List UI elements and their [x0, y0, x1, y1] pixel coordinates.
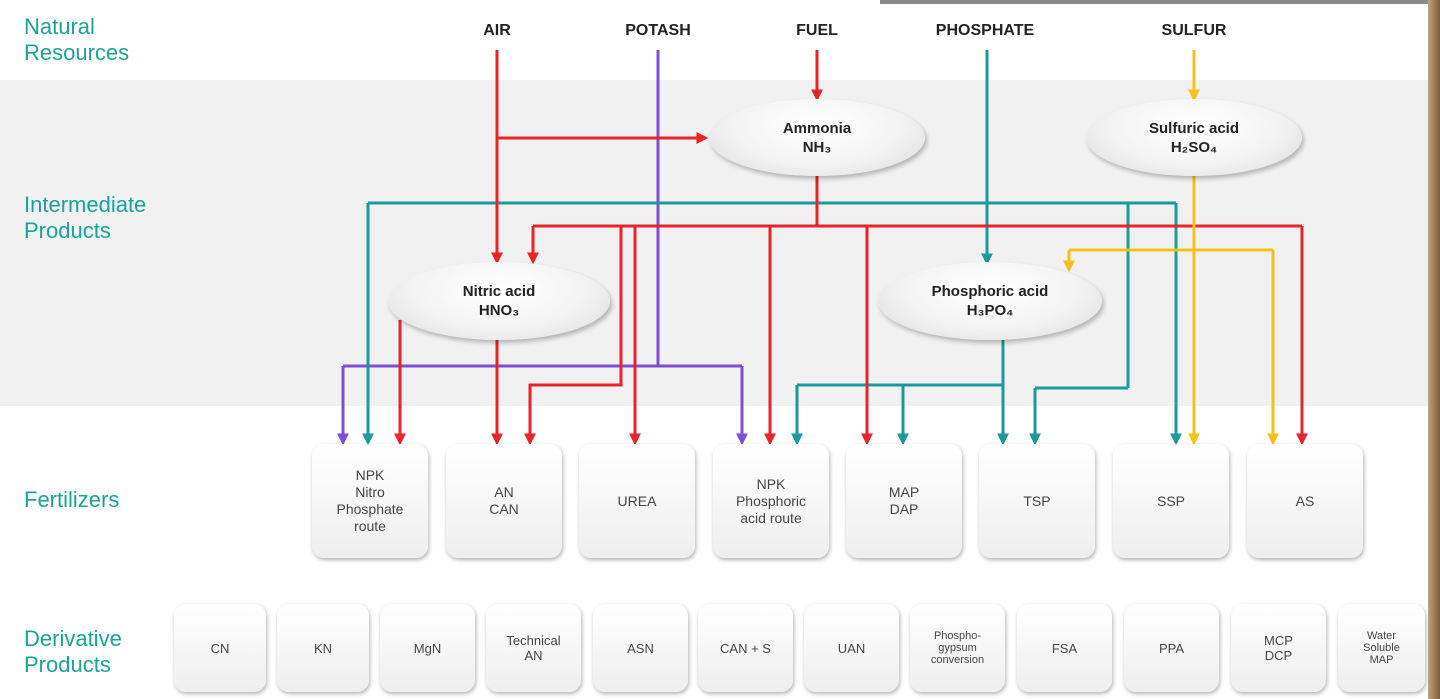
ammonia-node: Ammonia NH₃: [709, 99, 925, 176]
fertilizer-an-can: AN CAN: [446, 444, 562, 558]
nitrogen-flow-lines: [394, 50, 1308, 446]
derivative-label: FSA: [1051, 640, 1078, 656]
fertilizer-label: NPK Nitro Phosphate route: [336, 467, 404, 534]
derivative-water-soluble-map: Water Soluble MAP: [1338, 604, 1425, 692]
top-edge-strip: [880, 0, 1440, 4]
derivative-label: Water Soluble MAP: [1363, 630, 1400, 666]
nitric-acid-node: Nitric acid HNO₃: [388, 262, 610, 340]
derivative-mcp-dcp: MCP DCP: [1231, 604, 1326, 692]
fertilizer-tsp: TSP: [979, 444, 1095, 558]
derivative-label: UAN: [837, 640, 866, 656]
source-fuel: FUEL: [796, 22, 838, 39]
fertilizer-label: MAP DAP: [888, 484, 920, 517]
derivative-phosphogypsum: Phospho- gypsum conversion: [910, 604, 1005, 692]
fertilizer-ssp: SSP: [1113, 444, 1229, 558]
phosphoric-acid-name: Phosphoric acid: [931, 283, 1049, 300]
sulfuric-acid-name: Sulfuric acid: [1148, 119, 1240, 137]
derivative-label: MgN: [413, 640, 442, 656]
derivative-kn: KN: [277, 604, 369, 692]
source-potash: POTASH: [625, 22, 691, 39]
fertilizer-label: UREA: [617, 492, 657, 509]
phosphoric-acid-formula: H₃PO₄: [966, 302, 1014, 319]
derivative-label: CAN + S: [720, 640, 771, 656]
derivative-uan: UAN: [804, 604, 899, 692]
fertilizer-as: AS: [1247, 444, 1363, 558]
derivative-cn: CN: [174, 604, 266, 692]
sulfuric-acid-formula: H₂SO₄: [1170, 138, 1218, 156]
derivative-label: KN: [313, 640, 333, 656]
fertilizer-urea: UREA: [579, 444, 695, 558]
ammonia-formula: NH₃: [802, 138, 832, 156]
phosphoric-acid-node: Phosphoric acid H₃PO₄: [878, 262, 1102, 340]
sulfuric-acid-node: Sulfuric acid H₂SO₄: [1086, 99, 1302, 176]
fertilizer-label: AS: [1295, 492, 1315, 509]
derivative-label: Technical AN: [506, 633, 561, 663]
phosphate-flow-lines: [362, 50, 1182, 446]
source-phosphate: PHOSPHATE: [935, 22, 1035, 39]
source-sulfur: SULFUR: [1161, 22, 1227, 39]
nitric-acid-name: Nitric acid: [462, 283, 536, 300]
nitric-acid-formula: HNO₃: [478, 302, 520, 319]
derivative-technical-an: Technical AN: [486, 604, 581, 692]
derivative-label: MCP DCP: [1264, 633, 1293, 663]
stage-label-derivative-products: Derivative Products: [24, 626, 122, 677]
fertilizer-map-dap: MAP DAP: [846, 444, 962, 558]
stage-label-intermediate-products: Intermediate Products: [24, 192, 147, 243]
fertilizer-label: SSP: [1156, 492, 1185, 509]
ammonia-name: Ammonia: [782, 119, 852, 137]
source-air: AIR: [483, 22, 511, 39]
stage-label-fertilizers: Fertilizers: [24, 487, 120, 512]
fertilizer-label: NPK Phosphoric acid route: [735, 475, 807, 526]
sulfur-flow-lines: [1063, 50, 1279, 446]
stage-label-natural-resources: Natural Resources: [24, 14, 130, 65]
derivative-label: ASN: [627, 640, 654, 656]
derivative-label: Phospho- gypsum conversion: [930, 630, 985, 666]
derivative-fsa: FSA: [1017, 604, 1112, 692]
right-edge-strip: [1428, 0, 1440, 699]
fertilizer-label: TSP: [1023, 492, 1051, 509]
potash-flow-lines: [337, 50, 748, 446]
derivative-ppa: PPA: [1124, 604, 1219, 692]
derivative-label: CN: [210, 640, 230, 656]
derivative-mgn: MgN: [380, 604, 475, 692]
derivative-label: PPA: [1158, 640, 1185, 656]
fertilizer-npk-nitro: NPK Nitro Phosphate route: [312, 444, 428, 558]
fertilizer-label: AN CAN: [489, 484, 519, 517]
derivative-asn: ASN: [593, 604, 688, 692]
derivative-can-s: CAN + S: [698, 604, 793, 692]
fertilizer-npk-phosphoric: NPK Phosphoric acid route: [713, 444, 829, 558]
